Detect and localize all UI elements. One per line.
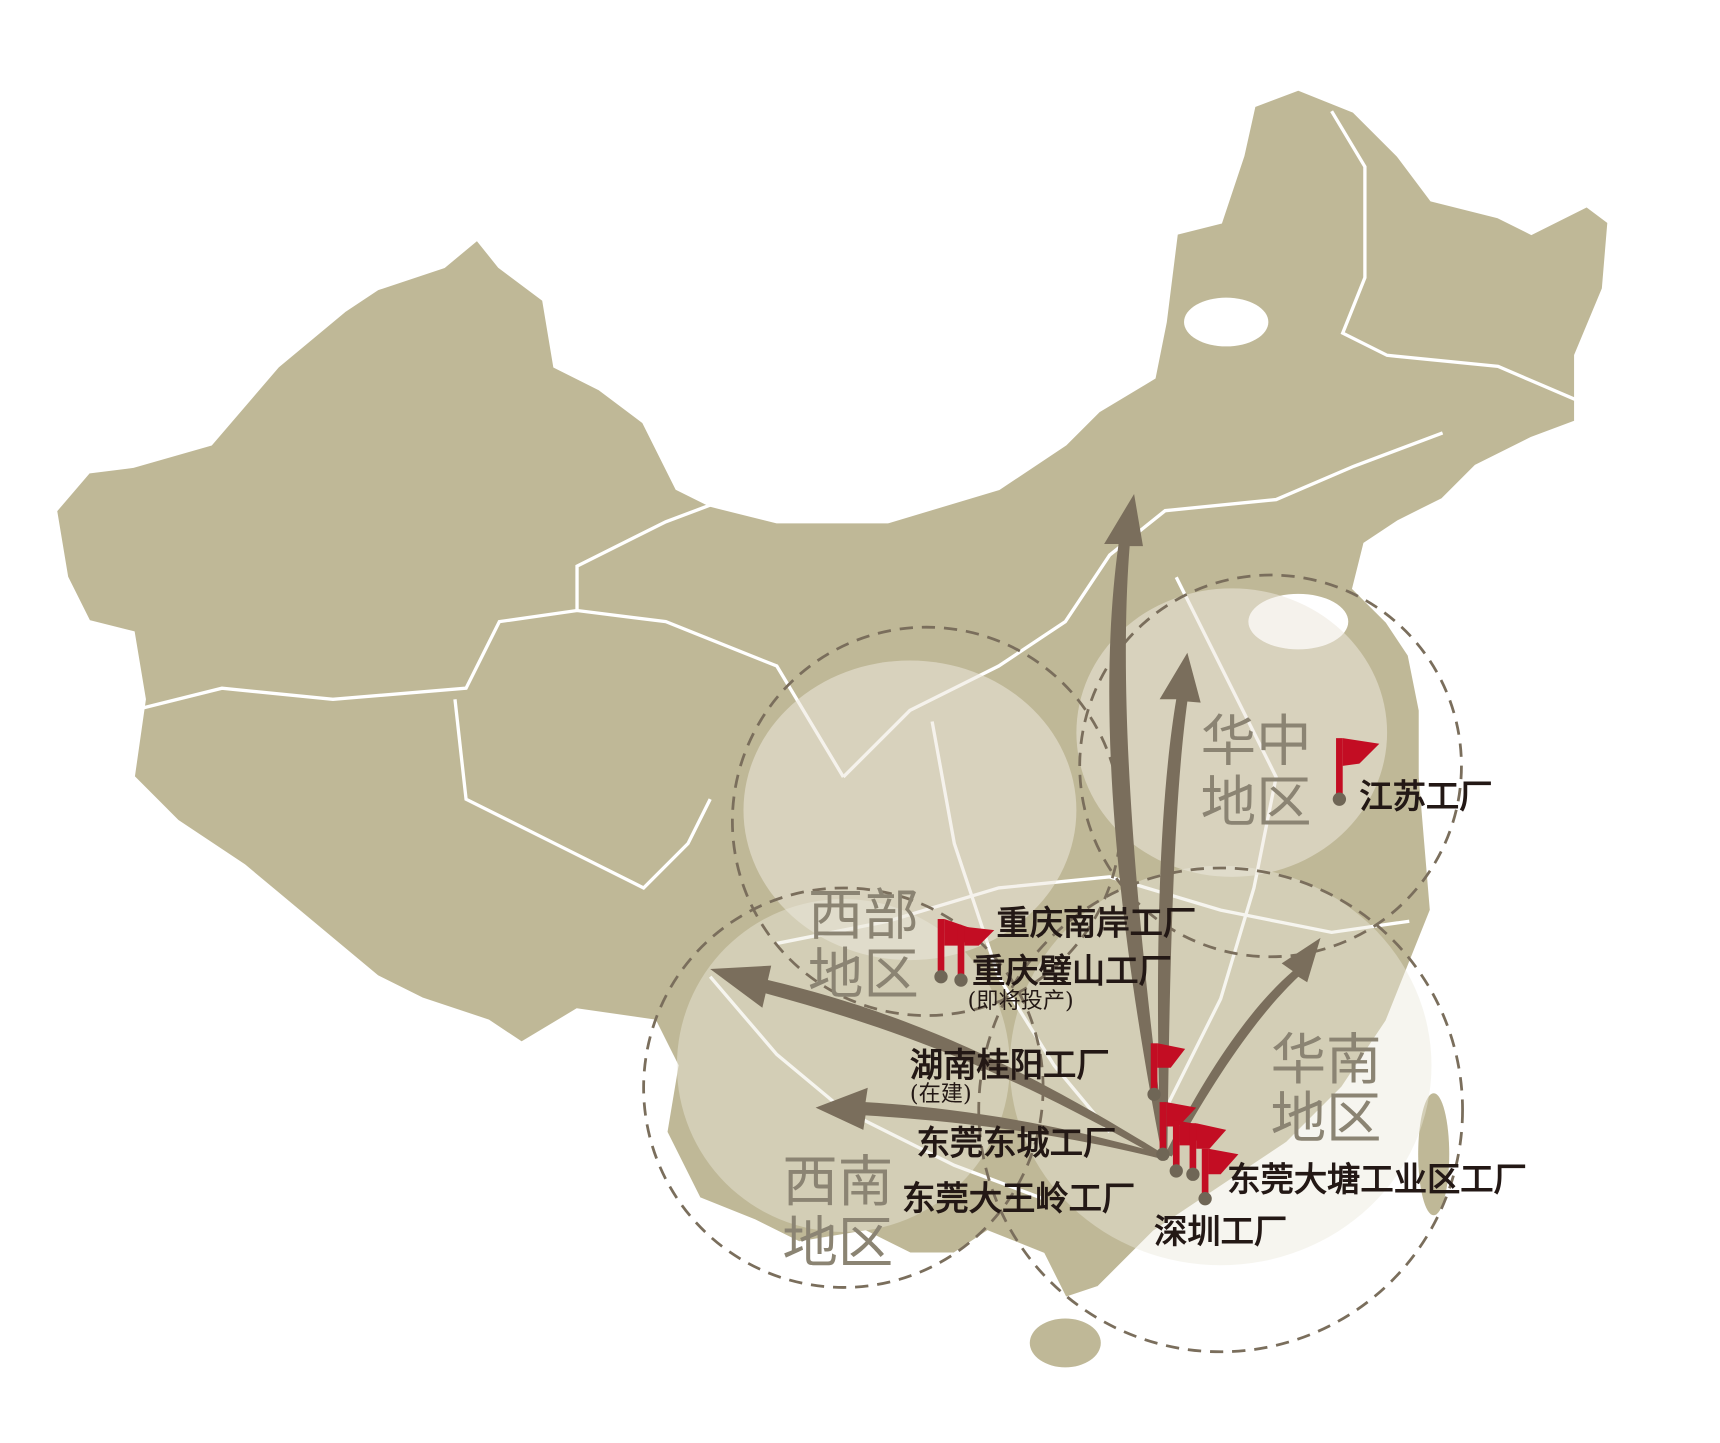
factory-label-dongguan-dongcheng: 东莞东城工厂 <box>917 1123 1117 1162</box>
region-south-line2: 地区 <box>1271 1088 1382 1152</box>
factory-label-jiangsu: 江苏工厂 <box>1359 777 1492 816</box>
factory-note-chongqing-bishan: (即将投产) <box>968 988 1074 1014</box>
factory-label-shenzhen: 深圳工厂 <box>1154 1212 1287 1251</box>
factory-flags <box>934 738 1380 1206</box>
region-southwest-line1: 西南 <box>782 1151 893 1215</box>
west-zone-highlight <box>743 660 1077 961</box>
region-west-line2: 地区 <box>808 943 919 1007</box>
factory-labels: 江苏工厂 重庆南岸工厂 重庆璧山工厂 (即将投产) 湖南桂阳工厂 (在建) 东莞… <box>902 777 1527 1251</box>
flag-icon <box>1332 738 1380 806</box>
region-south-line1: 华南 <box>1271 1029 1382 1093</box>
flag-icon <box>1156 1102 1197 1161</box>
expansion-arrows <box>710 494 1321 1160</box>
central-zone-ring <box>1078 573 1463 959</box>
factory-note-hunan-guiyang: (在建) <box>910 1081 972 1107</box>
factory-label-chongqing-nanan: 重庆南岸工厂 <box>996 904 1196 943</box>
region-central-line2: 地区 <box>1201 771 1312 835</box>
factory-label-dongguan-dawangling: 东莞大王岭工厂 <box>902 1179 1135 1218</box>
flag-icon <box>1198 1148 1239 1206</box>
arrow-east <box>1165 937 1321 1157</box>
arrow-southwest <box>815 1087 1163 1159</box>
taiwan-island <box>1418 1093 1450 1216</box>
factory-label-hunan-guiyang: 湖南桂阳工厂 <box>910 1046 1110 1085</box>
arrow-central <box>1157 652 1201 1155</box>
region-southwest-line2: 地区 <box>782 1212 893 1276</box>
bohai-bay <box>1184 297 1269 347</box>
arrow-west <box>710 965 1168 1160</box>
flag-icon <box>954 926 995 987</box>
hainan-island <box>1029 1318 1101 1368</box>
region-labels: 西部 地区 华中 地区 西南 地区 华南 地区 <box>782 710 1381 1276</box>
flag-icon <box>1186 1123 1227 1181</box>
flag-icon <box>1147 1043 1186 1102</box>
region-central-line1: 华中 <box>1201 710 1312 774</box>
factory-label-dongguan-datang: 东莞大塘工业区工厂 <box>1227 1160 1527 1199</box>
factory-label-chongqing-bishan: 重庆璧山工厂 <box>972 951 1172 990</box>
central-zone-highlight <box>1076 588 1388 877</box>
region-west-line1: 西部 <box>808 885 919 949</box>
arrow-north <box>1104 494 1168 1160</box>
south-zone-ring <box>977 866 1464 1354</box>
